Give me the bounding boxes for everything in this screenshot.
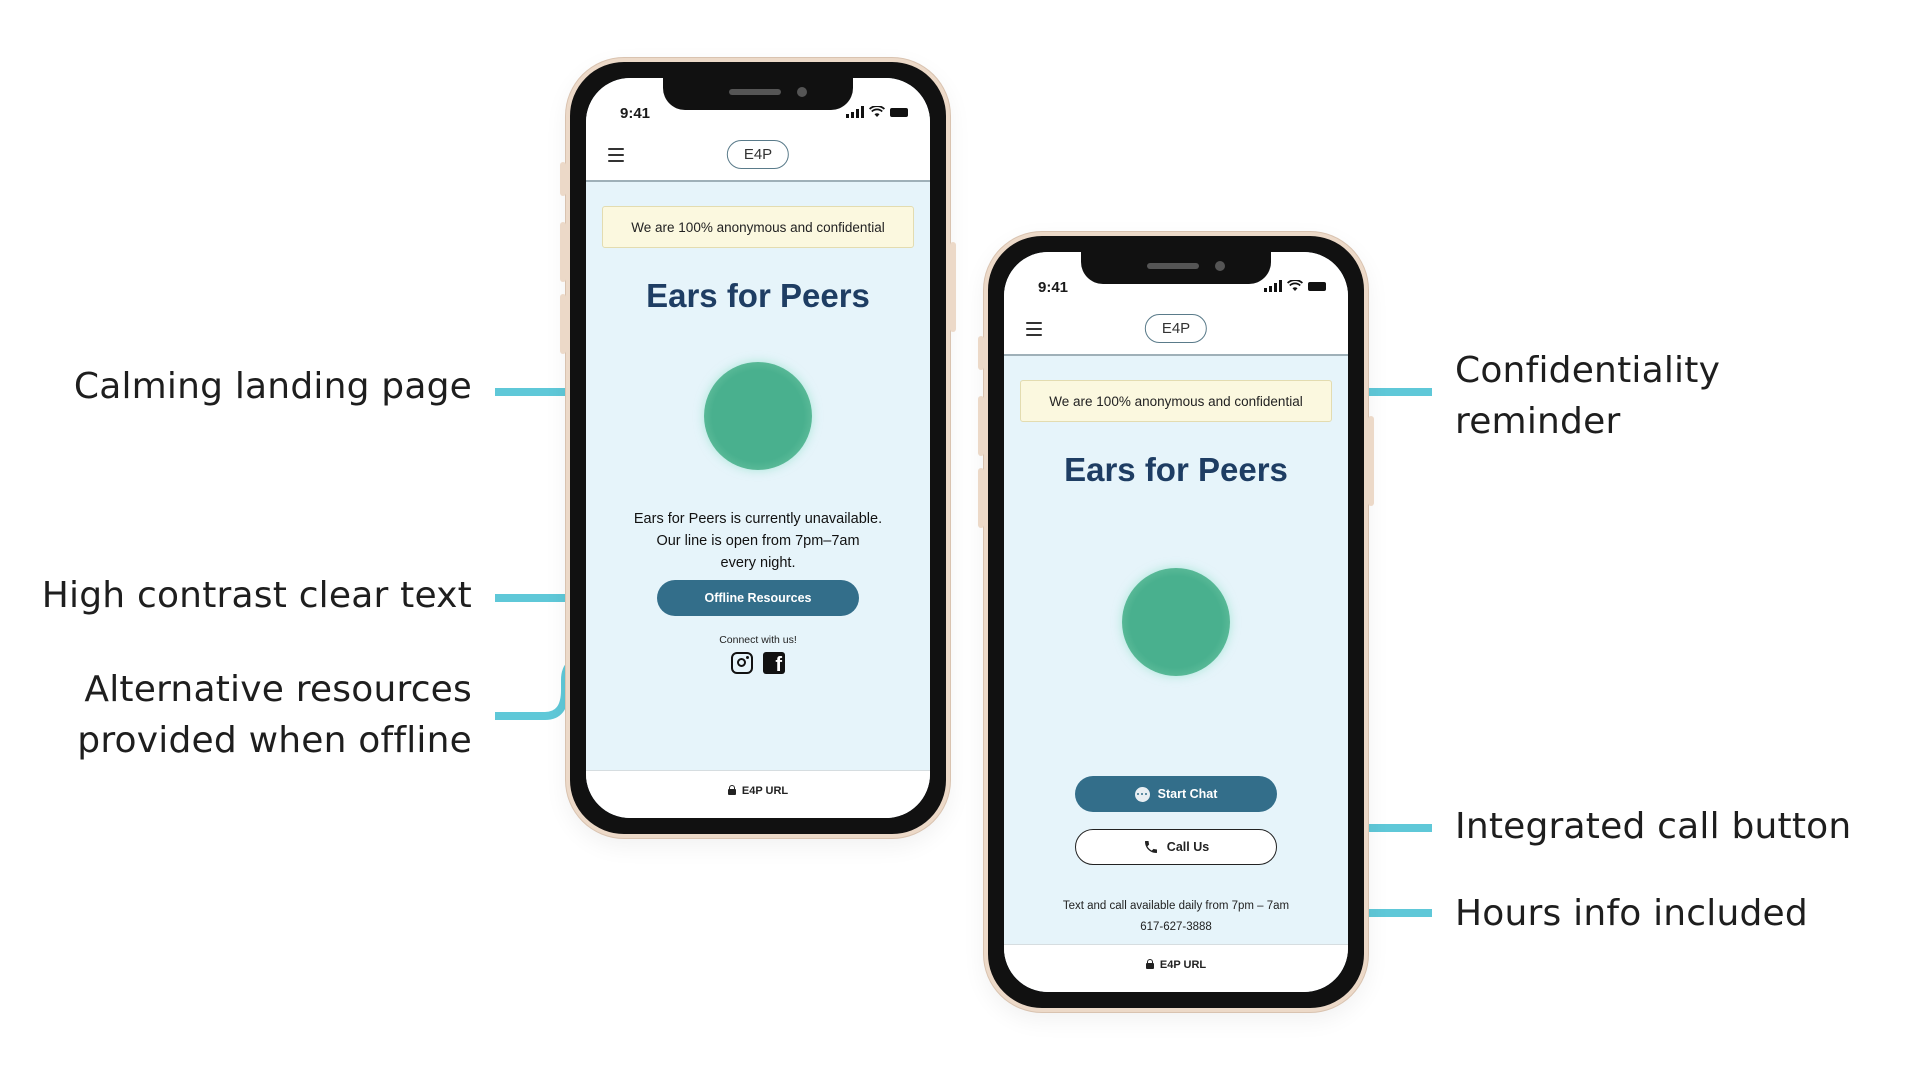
notch: [1081, 252, 1271, 284]
annotation-alternative: Alternative resources provided when offl…: [60, 664, 472, 766]
confidentiality-banner: We are 100% anonymous and confidential: [1020, 380, 1332, 422]
availability-line2: Our line is open from 7pm–7am: [656, 533, 860, 549]
status-time: 9:41: [1038, 279, 1069, 296]
annotation-alternative-line1: Alternative resources: [84, 669, 472, 710]
annotation-confidentiality-line1: Confidentiality: [1455, 350, 1721, 391]
connect-text: Connect with us!: [719, 634, 797, 646]
start-chat-button[interactable]: Start Chat: [1075, 776, 1277, 812]
phone-icon: [1144, 841, 1157, 853]
phone-offline: 9:41 E4P We are 100% anonymous and confi…: [560, 58, 956, 838]
side-button: [950, 242, 956, 332]
lock-icon: [727, 785, 736, 795]
logo[interactable]: E4P: [726, 140, 790, 169]
availability-line3: every night.: [720, 555, 796, 571]
phone-online-screen: 9:41 E4P We are 100% anonymous and confi…: [1004, 252, 1348, 992]
url-bar[interactable]: E4P URL: [1004, 944, 1348, 992]
menu-icon[interactable]: [608, 148, 624, 162]
confidentiality-banner: We are 100% anonymous and confidential: [602, 206, 914, 248]
availability-text: Ears for Peers is currently unavailable.…: [600, 508, 916, 574]
offline-resources-button[interactable]: Offline Resources: [657, 580, 859, 616]
social-links: f: [731, 652, 785, 674]
chat-icon: [1134, 786, 1150, 802]
side-button: [560, 294, 566, 354]
instagram-icon[interactable]: [731, 652, 753, 674]
hours-phone-number: 617-627-3888: [1140, 921, 1212, 933]
lock-icon: [1145, 959, 1154, 969]
url-text: E4P URL: [1159, 959, 1207, 971]
url-bar[interactable]: E4P URL: [586, 770, 930, 818]
battery-icon: [890, 107, 908, 117]
signal-icon: [846, 106, 864, 118]
status-icons: [846, 106, 908, 118]
status-icons: [1264, 280, 1326, 292]
menu-icon[interactable]: [1026, 322, 1042, 336]
logo[interactable]: E4P: [1144, 314, 1208, 343]
annotation-confidentiality-line2: reminder: [1455, 401, 1621, 442]
call-us-button[interactable]: Call Us: [1075, 829, 1277, 865]
annotation-alternative-line2: provided when offline: [77, 720, 472, 761]
annotation-contrast: High contrast clear text: [41, 575, 472, 616]
calming-orb: [704, 362, 812, 470]
status-bar: 9:41: [586, 78, 930, 130]
facebook-icon[interactable]: f: [763, 652, 785, 674]
call-us-label: Call Us: [1166, 840, 1210, 854]
battery-icon: [1308, 281, 1326, 291]
wifi-icon: [869, 106, 885, 117]
status-bar: 9:41: [1004, 252, 1348, 304]
calming-orb: [1122, 568, 1230, 676]
side-button: [978, 336, 984, 370]
phone-online: 9:41 E4P We are 100% anonymous and confi…: [978, 232, 1374, 1012]
hours-line1: Text and call available daily from 7pm –…: [1062, 900, 1290, 912]
app-title: Ears for Peers: [646, 277, 870, 314]
side-button: [978, 468, 984, 528]
signal-icon: [1264, 280, 1282, 292]
hours-info: Text and call available daily from 7pm –…: [1014, 896, 1338, 938]
side-button: [560, 162, 566, 196]
annotation-confidentiality: Confidentiality reminder: [1455, 345, 1895, 447]
availability-line1: Ears for Peers is currently unavailable.: [633, 511, 883, 527]
app-title: Ears for Peers: [1064, 451, 1288, 488]
status-time: 9:41: [620, 105, 651, 122]
phone-offline-screen: 9:41 E4P We are 100% anonymous and confi…: [586, 78, 930, 818]
top-nav: E4P: [586, 130, 930, 182]
side-button: [1368, 416, 1374, 506]
start-chat-label: Start Chat: [1157, 787, 1218, 801]
landing-content: We are 100% anonymous and confidential E…: [586, 182, 930, 770]
side-button: [560, 222, 566, 282]
annotation-calming: Calming landing page: [73, 366, 472, 407]
url-text: E4P URL: [741, 785, 789, 797]
notch: [663, 78, 853, 110]
annotation-hours: Hours info included: [1455, 893, 1808, 934]
annotation-call-button: Integrated call button: [1455, 806, 1852, 847]
landing-content: We are 100% anonymous and confidential E…: [1004, 356, 1348, 944]
side-button: [978, 396, 984, 456]
wifi-icon: [1287, 280, 1303, 291]
top-nav: E4P: [1004, 304, 1348, 356]
